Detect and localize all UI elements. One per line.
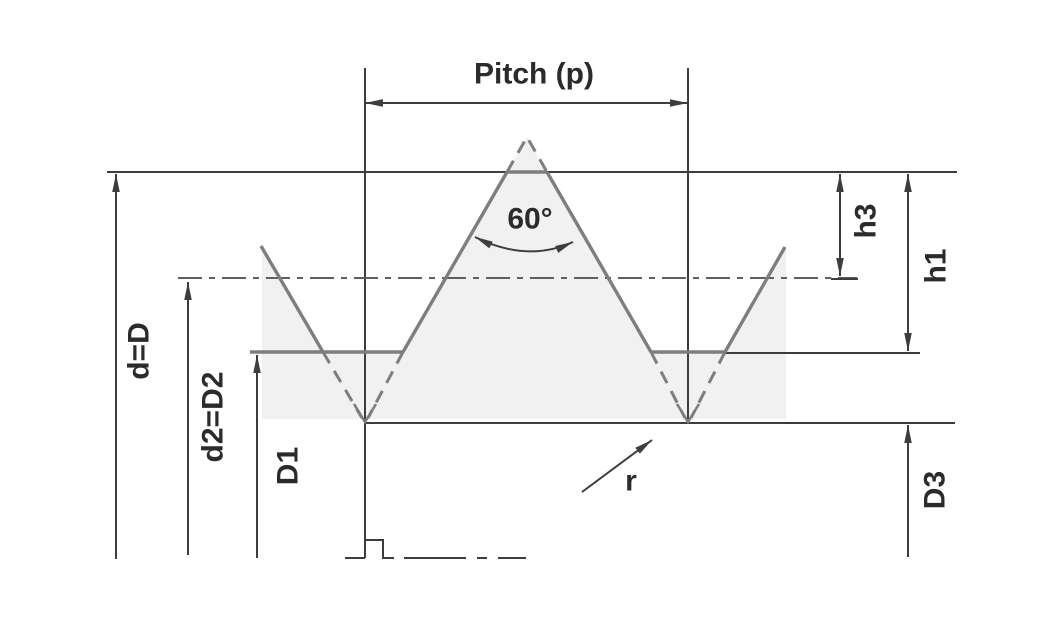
theoretical-profile-dashed xyxy=(321,133,727,425)
dashed-right-v-right xyxy=(689,351,727,419)
root-radius-label: r xyxy=(625,465,637,498)
dimension-lines xyxy=(112,99,912,559)
pitch-label: Pitch (p) xyxy=(474,58,594,91)
thread-material-shading xyxy=(262,137,786,419)
axis-notch xyxy=(345,539,394,559)
h3-label: h3 xyxy=(850,203,883,238)
dashed-apex xyxy=(505,133,549,173)
dashed-left-v-left xyxy=(321,351,364,419)
h1-label: h1 xyxy=(920,248,953,283)
pitch-diameter-label: d2=D2 xyxy=(197,372,230,463)
left-outer-flank xyxy=(259,245,325,353)
bottom-axis-centerline xyxy=(345,539,526,559)
dashed-left-v-right xyxy=(366,351,405,419)
major-diameter-label: d=D xyxy=(123,322,156,380)
angle-arc xyxy=(474,236,574,253)
center-left-flank xyxy=(401,171,509,353)
labels: Pitch (p) 60° d=D d2=D2 D1 h3 h1 D3 r xyxy=(123,58,953,510)
root-radius-leader-arrow xyxy=(581,439,653,493)
flank-angle-label: 60° xyxy=(507,203,552,236)
right-outer-flank xyxy=(723,246,787,353)
thread-profile-outline xyxy=(250,170,787,354)
center-right-flank xyxy=(545,171,653,353)
d3-label: D3 xyxy=(919,471,952,509)
dashed-right-v-left xyxy=(649,351,687,419)
d1-label: D1 xyxy=(272,447,305,485)
left-root-v-tip xyxy=(352,403,378,425)
right-root-v-tip xyxy=(675,403,701,425)
